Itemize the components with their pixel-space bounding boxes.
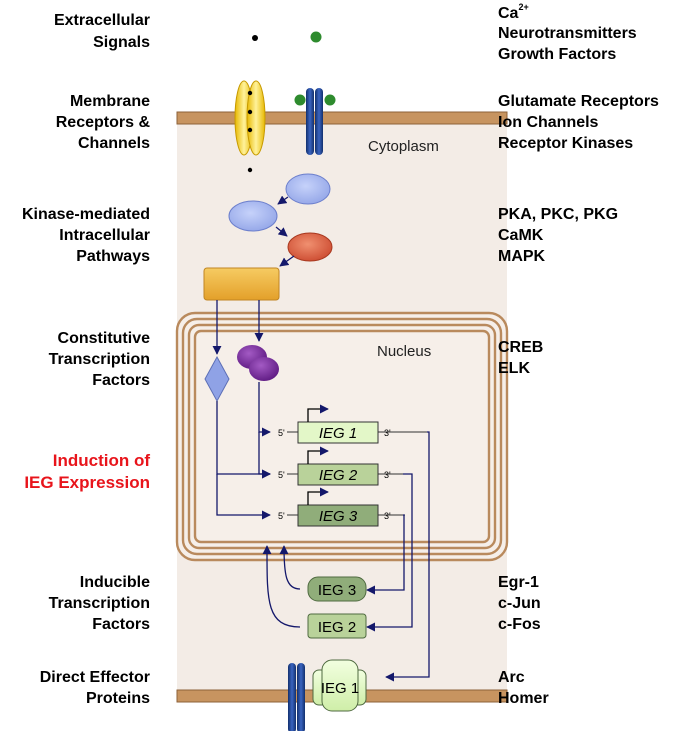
svg-text:Channels: Channels [78, 135, 150, 152]
svg-text:Receptor Kinases: Receptor Kinases [498, 135, 633, 152]
cytoplasm-label: Cytoplasm [368, 138, 439, 155]
svg-text:c-Fos: c-Fos [498, 616, 541, 633]
svg-text:Extracellular: Extracellular [54, 12, 150, 29]
gene-ieg2: IEG 2 5' 3' [278, 446, 405, 486]
svg-text:CaMK: CaMK [498, 227, 544, 244]
effector-receptor-icon [288, 663, 305, 731]
gene-ieg1: IEG 1 5' 3' [278, 404, 427, 444]
plasma-membrane-top [176, 111, 508, 125]
svg-text:Ca2+: Ca2+ [498, 2, 529, 22]
kinase-red [287, 232, 333, 262]
svg-text:IEG 1: IEG 1 [321, 680, 359, 697]
svg-text:IEG Expression: IEG Expression [24, 473, 150, 492]
protein-ieg2 [307, 613, 367, 639]
ion-channel-icon [234, 80, 266, 173]
svg-text:IEG 2: IEG 2 [318, 619, 356, 636]
svg-text:Receptors &: Receptors & [56, 114, 151, 131]
ligand-dot-black [252, 35, 258, 41]
svg-text:Factors: Factors [92, 616, 150, 633]
svg-text:PKA, PKC, PKG: PKA, PKC, PKG [498, 206, 618, 223]
svg-text:5': 5' [278, 470, 285, 480]
svg-text:Membrane: Membrane [70, 93, 150, 110]
svg-text:Egr-1: Egr-1 [498, 574, 539, 591]
svg-text:Constitutive: Constitutive [58, 330, 151, 347]
svg-text:Growth Factors: Growth Factors [498, 46, 616, 63]
svg-text:IEG 1: IEG 1 [319, 425, 357, 442]
svg-text:Pathways: Pathways [76, 248, 150, 265]
svg-text:Inducible: Inducible [80, 574, 150, 591]
svg-text:Transcription: Transcription [49, 351, 150, 368]
svg-text:5': 5' [278, 511, 285, 521]
svg-text:Kinase-mediated: Kinase-mediated [22, 206, 150, 223]
svg-text:3': 3' [384, 511, 391, 521]
svg-text:IEG 2: IEG 2 [319, 467, 358, 484]
kinase-blue-left [228, 200, 278, 232]
right-labels: Ca2+ Neurotransmitters Growth Factors Gl… [498, 2, 659, 707]
svg-text:MAPK: MAPK [498, 248, 546, 265]
svg-text:Arc: Arc [498, 669, 525, 686]
svg-text:Transcription: Transcription [49, 595, 150, 612]
svg-text:IEG 3: IEG 3 [319, 508, 358, 525]
receptor-icon [294, 88, 336, 155]
ligand-dot-green [310, 31, 322, 43]
svg-text:3': 3' [384, 470, 391, 480]
kinase-orange [203, 267, 280, 301]
svg-text:Induction of: Induction of [53, 451, 151, 470]
svg-text:c-Jun: c-Jun [498, 595, 541, 612]
svg-text:Glutamate Receptors: Glutamate Receptors [498, 93, 659, 110]
svg-text:Factors: Factors [92, 372, 150, 389]
svg-text:Neurotransmitters: Neurotransmitters [498, 25, 637, 42]
left-labels: Extracellular Signals Membrane Receptors… [22, 12, 150, 707]
svg-text:ELK: ELK [498, 360, 530, 377]
svg-text:Ion Channels: Ion Channels [498, 114, 599, 131]
svg-text:Signals: Signals [93, 34, 150, 51]
nucleus-label: Nucleus [377, 343, 431, 360]
protein-ieg3 [307, 576, 367, 602]
svg-text:Homer: Homer [498, 690, 549, 707]
svg-text:5': 5' [278, 428, 285, 438]
svg-text:CREB: CREB [498, 339, 543, 356]
svg-text:Intracellular: Intracellular [59, 227, 150, 244]
protein-ieg1: IEG 1 [312, 659, 367, 712]
svg-text:Direct Effector: Direct Effector [40, 669, 150, 686]
svg-text:IEG 3: IEG 3 [318, 582, 356, 599]
gene-ieg3: IEG 3 5' 3' [278, 487, 405, 527]
svg-text:3': 3' [384, 428, 391, 438]
kinase-blue-top [285, 173, 331, 205]
svg-text:Proteins: Proteins [86, 690, 150, 707]
tf-purple-dimer [237, 345, 279, 381]
